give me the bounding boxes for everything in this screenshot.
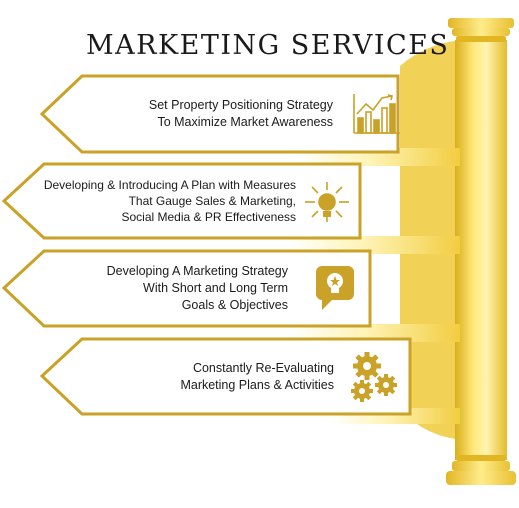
lightbulb-arrows-icon (305, 182, 349, 222)
pillar-base3 (446, 471, 516, 485)
idea-chat-icon (316, 266, 354, 310)
pillar-cap-top3 (456, 36, 506, 42)
item-3-line-3: Goals & Objectives (181, 298, 288, 312)
arrow-banner-1 (39, 74, 400, 154)
item-4-text: Constantly Re-Evaluating Marketing Plans… (180, 360, 334, 394)
arrow-banner-2 (1, 162, 362, 240)
item-2-text: Developing & Introducing A Plan with Mea… (44, 177, 296, 225)
pillar-base2 (452, 461, 510, 471)
item-1-line-2: To Maximize Market Awareness (157, 115, 333, 129)
arrow-banner-3 (1, 249, 372, 328)
pillar-base1 (456, 455, 506, 461)
item-4-line-2: Marketing Plans & Activities (180, 378, 334, 392)
page-title: MARKETING SERVICES (86, 30, 450, 61)
item-3-line-2: With Short and Long Term (143, 281, 288, 295)
pillar-cap-top (448, 18, 514, 28)
item-1-line-1: Set Property Positioning Strategy (148, 98, 333, 112)
item-2-line-3: Social Media & PR Effectiveness (121, 210, 296, 224)
item-1-text: Set Property Positioning Strategy To Max… (149, 97, 333, 131)
bar-chart-icon (353, 94, 400, 134)
item-4-line-1: Constantly Re-Evaluating (192, 361, 334, 375)
arrow-banner-4 (39, 337, 412, 416)
item-3-text: Developing A Marketing Strategy With Sho… (107, 263, 288, 314)
gears-icon (351, 352, 397, 402)
item-2-line-1: Developing & Introducing A Plan with Mea… (43, 178, 296, 192)
pillar-shaft (455, 40, 507, 460)
item-2-line-2: That Gauge Sales & Marketing, (128, 194, 296, 208)
pillar-cap-top2 (452, 28, 510, 36)
item-3-line-1: Developing A Marketing Strategy (106, 264, 288, 278)
